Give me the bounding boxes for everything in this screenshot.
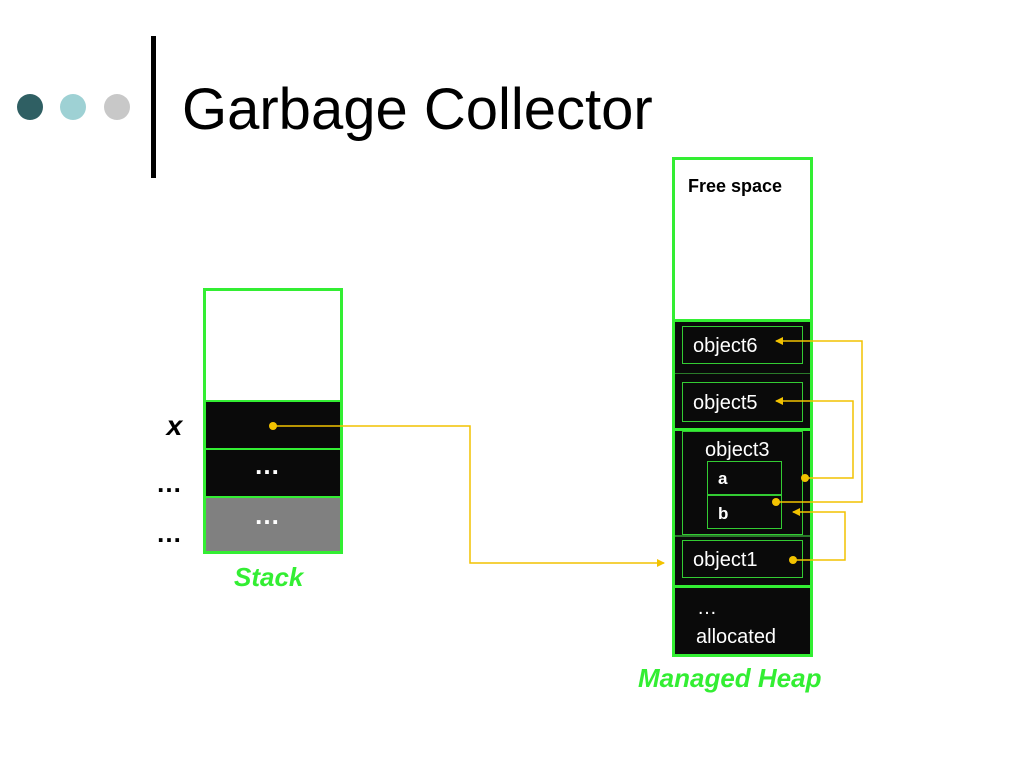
heap-box <box>672 157 813 657</box>
stack-box <box>203 288 343 554</box>
heap-allocated-area <box>675 322 810 654</box>
bullet-dot-2 <box>60 94 86 120</box>
arrow-x-to-object1 <box>273 425 665 567</box>
free-space-divider <box>675 319 810 322</box>
slide-title: Garbage Collector <box>182 77 653 142</box>
stack-row-dots-2: … <box>254 500 280 530</box>
pointer-dot-b <box>772 498 780 506</box>
arrow-a-to-object5 <box>775 397 854 479</box>
bullet-dot-3 <box>104 94 130 120</box>
heap-allocated-label: allocated <box>696 626 777 648</box>
heap-field-a: a <box>707 461 782 495</box>
heap-sep-3 <box>675 535 810 537</box>
heap-sep-2 <box>675 428 810 431</box>
stack-divider-3 <box>206 496 340 498</box>
heap-sep-4 <box>675 585 810 588</box>
stack-label: Stack <box>234 562 304 592</box>
stack-var-x: x <box>166 413 183 444</box>
pointer-dot-object1 <box>789 556 797 564</box>
stack-row-dots-1: … <box>254 450 280 480</box>
heap-object6: object6 <box>682 326 803 364</box>
title-divider <box>151 36 156 178</box>
stack-cell-3 <box>206 498 340 551</box>
heap-sep-1 <box>675 373 810 374</box>
pointer-dot-a <box>801 474 809 482</box>
heap-allocated-dots: … <box>697 597 717 619</box>
arrow-b-to-object6 <box>775 337 863 503</box>
stack-left-dots-2: … <box>156 518 182 548</box>
free-space-label: Free space <box>688 176 783 196</box>
stack-cell-2 <box>206 450 340 497</box>
pointer-dot-x <box>269 422 277 430</box>
stack-left-dots-1: … <box>156 468 182 498</box>
arrow-object1-to-b <box>792 508 846 561</box>
heap-object1: object1 <box>682 540 803 578</box>
bullet-dot-1 <box>17 94 43 120</box>
stack-divider-2 <box>206 448 340 450</box>
stack-divider-1 <box>206 400 340 402</box>
heap-object3 <box>682 431 803 535</box>
heap-field-b: b <box>707 495 782 529</box>
heap-object3-label: object3 <box>705 439 770 461</box>
heap-label: Managed Heap <box>638 663 822 693</box>
heap-object5: object5 <box>682 382 803 422</box>
